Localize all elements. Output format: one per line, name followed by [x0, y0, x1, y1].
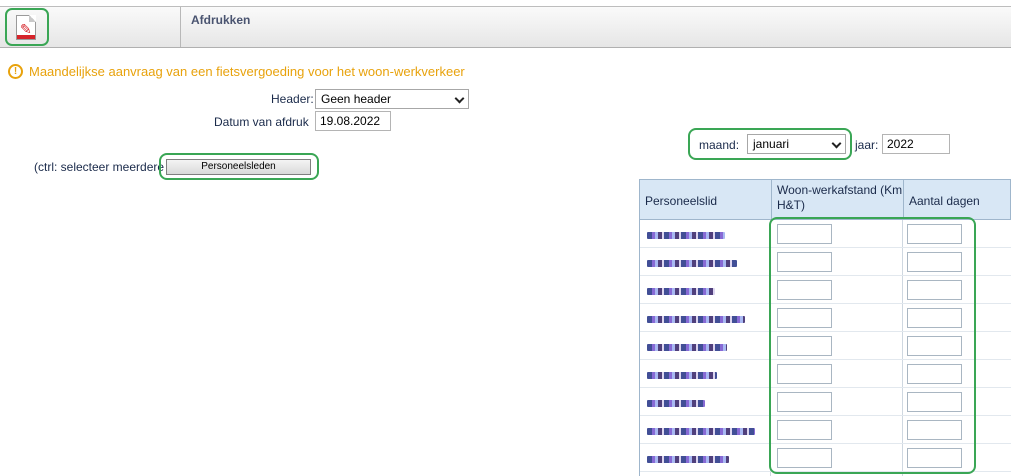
ctrl-hint: (ctrl: selecteer meerdere [34, 160, 165, 174]
distance-input[interactable] [777, 224, 832, 244]
distance-input[interactable] [777, 280, 832, 300]
days-input[interactable] [907, 280, 962, 300]
redacted-employee-name [647, 232, 725, 239]
table-row [640, 332, 1011, 360]
column-divider [902, 220, 903, 476]
days-input[interactable] [907, 224, 962, 244]
inputs-highlight [769, 217, 976, 474]
toolbar-icon-cell: ✎ [0, 7, 181, 47]
jaar-label: jaar: [855, 138, 879, 152]
redacted-employee-name [647, 344, 727, 351]
maand-label: maand: [699, 138, 740, 152]
days-input[interactable] [907, 364, 962, 384]
distance-input[interactable] [777, 252, 832, 272]
jaar-input[interactable]: 2022 [882, 134, 950, 154]
redacted-employee-name [647, 400, 705, 407]
days-input[interactable] [907, 392, 962, 412]
redacted-employee-name [647, 288, 715, 295]
redacted-employee-name [647, 456, 729, 463]
distance-input[interactable] [777, 392, 832, 412]
days-input[interactable] [907, 308, 962, 328]
datum-label: Datum van afdruk [214, 115, 309, 129]
distance-input[interactable] [777, 308, 832, 328]
table-header: Personeelslid Woon-werkafstand (Km H&T) … [639, 179, 1011, 220]
chevron-down-icon [831, 138, 842, 149]
toolbar: ✎ Afdrukken [0, 6, 1011, 48]
warning-icon: ! [8, 64, 23, 79]
pdf-document-icon: ✎ [16, 15, 36, 40]
redacted-employee-name [647, 260, 737, 267]
table-row [640, 416, 1011, 444]
toolbar-title: Afdrukken [191, 13, 251, 27]
employee-table: Personeelslid Woon-werkafstand (Km H&T) … [639, 179, 1011, 476]
table-row [640, 444, 1011, 472]
header-select[interactable]: Geen header [315, 89, 469, 109]
days-input[interactable] [907, 420, 962, 440]
header-label: Header: [271, 92, 314, 106]
column-header-woon-werkafstand: Woon-werkafstand (Km H&T) [771, 180, 903, 220]
maand-highlight [688, 128, 852, 160]
header-select-value: Geen header [321, 92, 392, 106]
personeel-highlight [159, 153, 319, 180]
days-input[interactable] [907, 336, 962, 356]
distance-input[interactable] [777, 364, 832, 384]
chevron-down-icon [454, 93, 465, 104]
table-row [640, 360, 1011, 388]
column-header-personeelslid: Personeelslid [645, 194, 718, 208]
redacted-employee-name [647, 372, 717, 379]
table-row [640, 248, 1011, 276]
maand-select-value: januari [753, 137, 790, 151]
table-body [639, 220, 1011, 476]
table-row [640, 304, 1011, 332]
column-header-aantal-dagen: Aantal dagen [903, 180, 1011, 220]
redacted-employee-name [647, 428, 755, 435]
days-input[interactable] [907, 448, 962, 468]
table-row [640, 276, 1011, 304]
distance-input[interactable] [777, 420, 832, 440]
maand-select[interactable]: januari [747, 134, 846, 154]
redacted-employee-name [647, 316, 745, 323]
page-heading: ! Maandelijkse aanvraag van een fietsver… [8, 64, 465, 79]
datum-input[interactable]: 19.08.2022 [315, 111, 391, 131]
personeelsleden-button[interactable]: Personeelsleden [166, 159, 311, 175]
page-heading-text: Maandelijkse aanvraag van een fietsvergo… [29, 64, 465, 79]
table-row [640, 388, 1011, 416]
days-input[interactable] [907, 252, 962, 272]
table-row [640, 220, 1011, 248]
pdf-print-button[interactable]: ✎ [5, 8, 49, 46]
distance-input[interactable] [777, 448, 832, 468]
distance-input[interactable] [777, 336, 832, 356]
